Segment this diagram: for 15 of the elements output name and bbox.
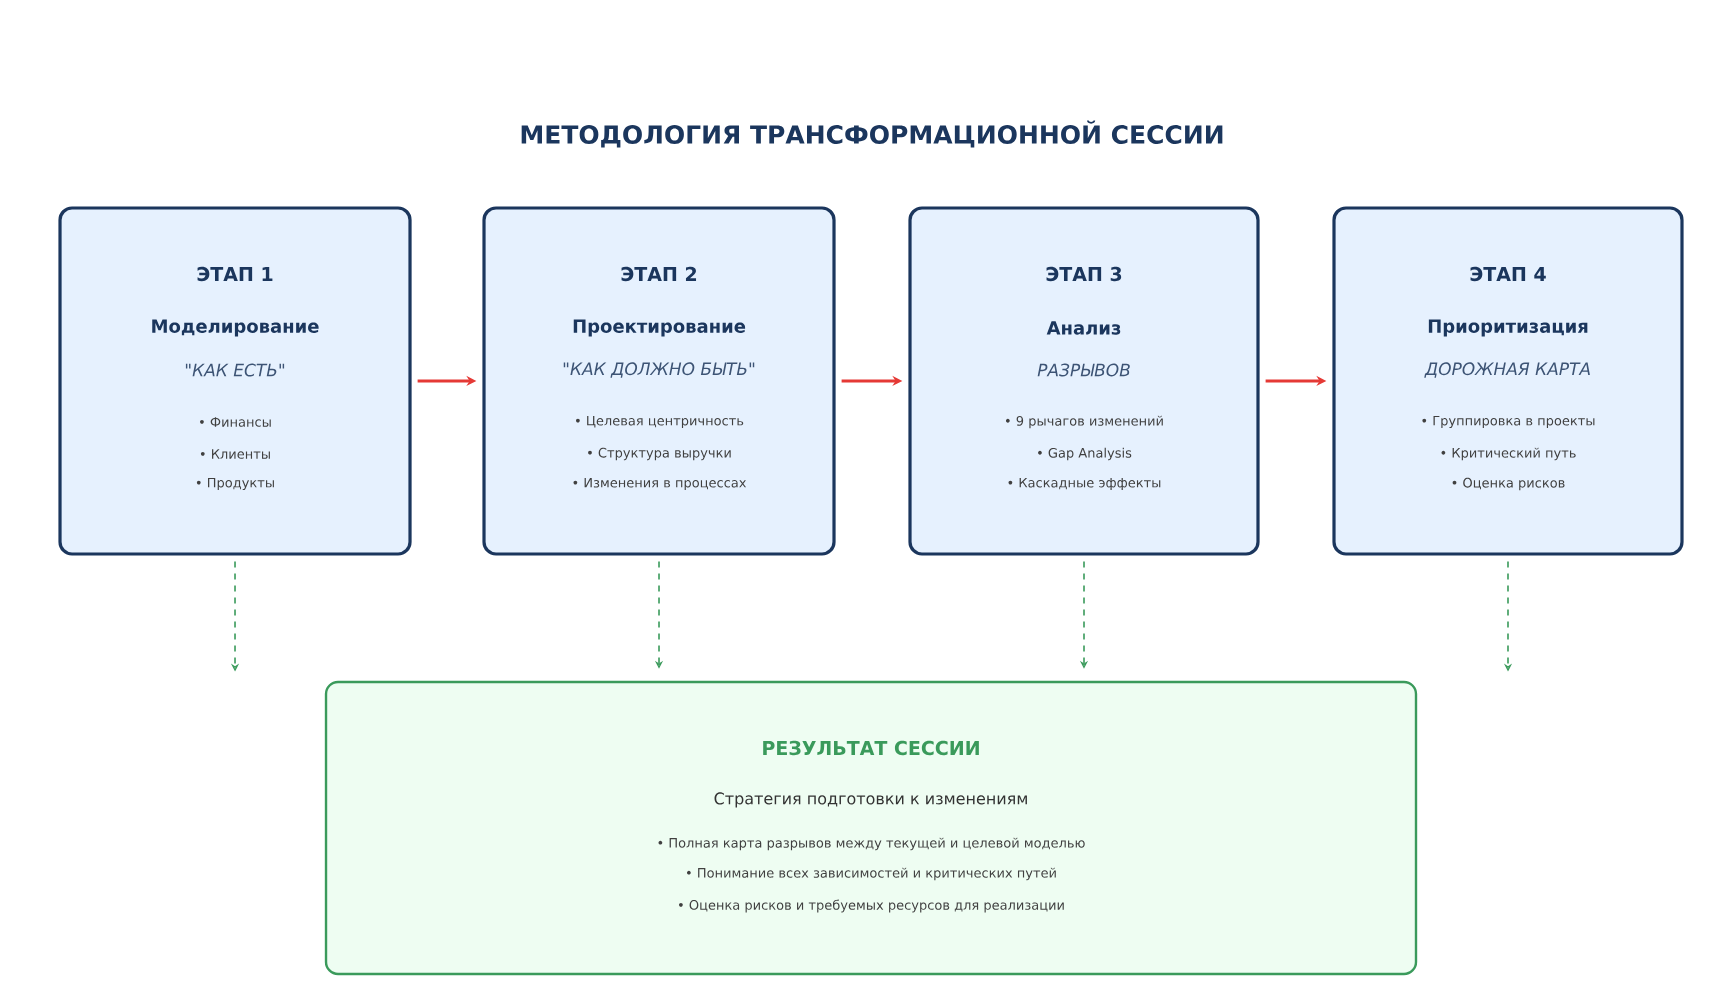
stage-heading: ЭТАП 2	[621, 266, 697, 282]
stage-title: Проектирование	[573, 319, 746, 337]
stage-title: Приоритизация	[1428, 319, 1588, 337]
diagram-title: МЕТОДОЛОГИЯ ТРАНСФОРМАЦИОННОЙ СЕССИИ	[521, 120, 1223, 148]
stage-heading: ЭТАП 3	[1046, 266, 1122, 282]
stage-heading: ЭТАП 1	[197, 266, 273, 282]
stage-subtitle: "КАК ДОЛЖНО БЫТЬ"	[563, 362, 755, 378]
stage-title: Анализ	[1046, 321, 1121, 335]
stage-subtitle: ДОРОЖНАЯ КАРТА	[1424, 362, 1590, 378]
result-subtitle: Стратегия подготовки к изменениям	[714, 792, 1027, 808]
stage-heading: ЭТАП 4	[1470, 266, 1546, 282]
result-heading: РЕЗУЛЬТАТ СЕССИИ	[763, 740, 979, 756]
stage-title: Моделирование	[152, 319, 319, 337]
stage-subtitle: "КАК ЕСТЬ"	[185, 363, 285, 377]
stage-subtitle: РАЗРЫВОВ	[1037, 363, 1130, 377]
